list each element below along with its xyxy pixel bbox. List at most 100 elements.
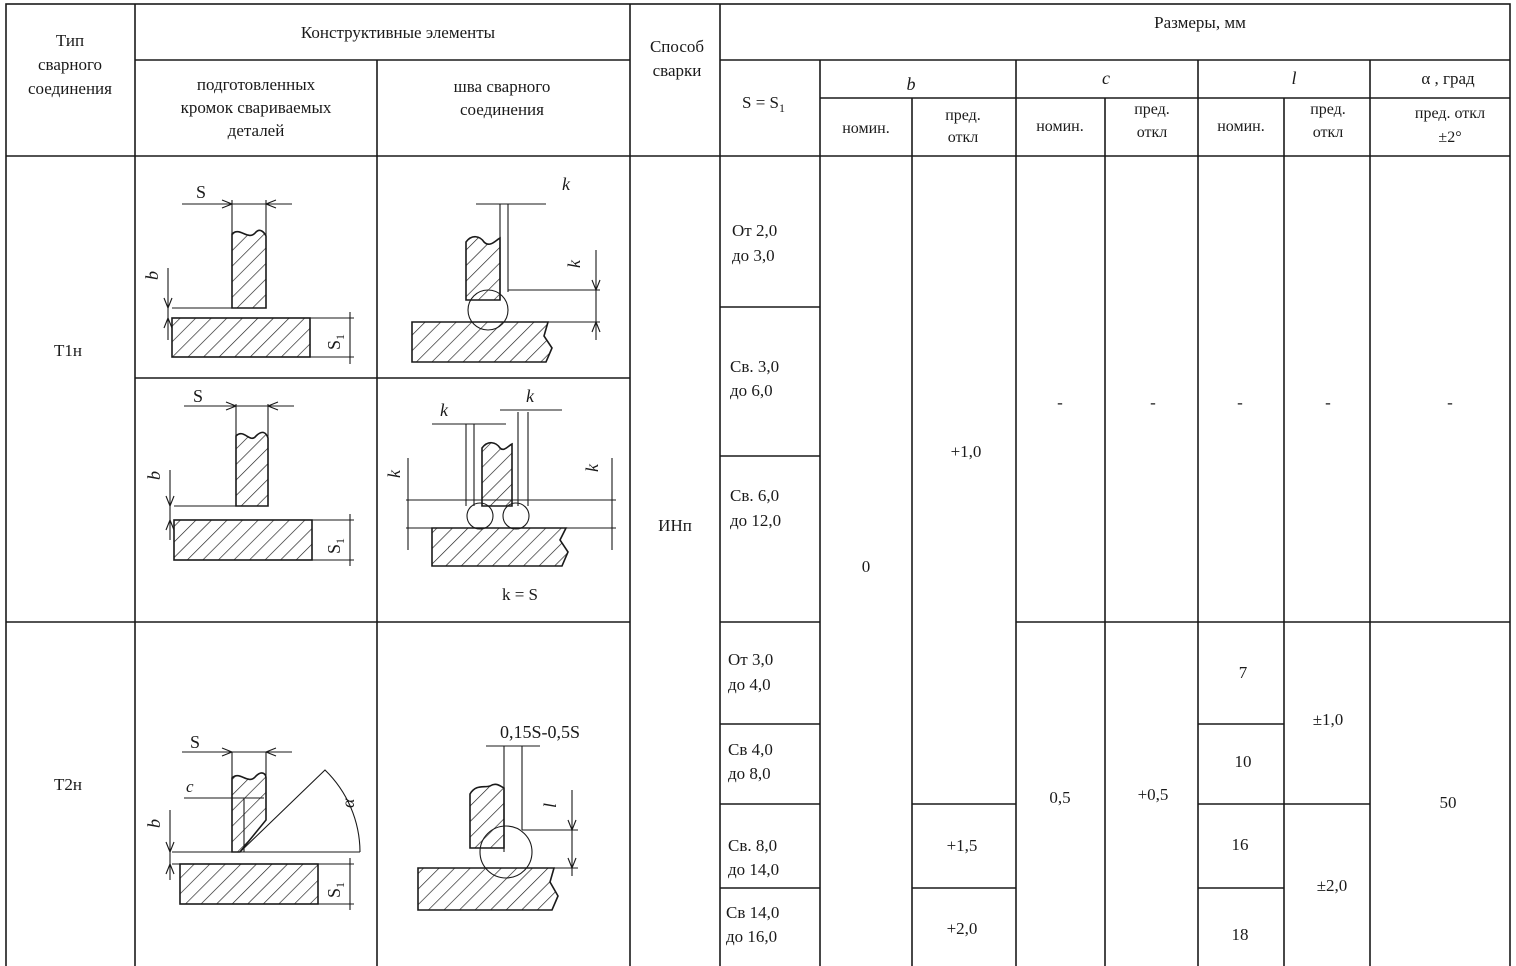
- header-weld-seam: шва сварного соединения: [454, 77, 551, 119]
- header-b-otkl: откл: [948, 129, 979, 146]
- header-weld-line-1: шва сварного: [454, 77, 551, 96]
- drawing-t2n-edges: S c α b S1: [144, 732, 361, 910]
- header-b: b: [907, 74, 916, 94]
- header-weld-line-2: соединения: [460, 100, 544, 119]
- drawing-t1n-edges-1: S b S1: [142, 182, 354, 364]
- l-value-2: 10: [1235, 752, 1252, 771]
- range-4-from: От 3,0: [728, 650, 773, 669]
- label-s-2: S: [193, 386, 203, 406]
- b-nominal: 0: [862, 557, 871, 576]
- header-c-pred: пред.: [1134, 101, 1170, 118]
- range-5-to: до 8,0: [728, 764, 771, 783]
- header-method-line-1: Способ: [650, 37, 704, 56]
- b-deviation-1: +1,0: [951, 442, 982, 461]
- range-1: От 2,0 до 3,0: [732, 221, 777, 265]
- range-3-from: Св. 6,0: [730, 486, 779, 505]
- header-l-pred: пред.: [1310, 101, 1346, 118]
- label-k-left: k: [440, 400, 449, 420]
- label-k-side: k: [564, 259, 584, 268]
- header-prepared-line-2: кромок свариваемых: [181, 98, 332, 117]
- c-deviation-dash: -: [1150, 393, 1156, 412]
- header-constructive: Конструктивные элементы: [301, 23, 496, 42]
- header-s-eq: S = S1: [742, 93, 785, 115]
- method-inp: ИНп: [658, 516, 692, 535]
- header-l-otkl: откл: [1313, 124, 1344, 141]
- drawing-t1n-weld-1: k k: [411, 174, 601, 363]
- range-5-from: Св 4,0: [728, 740, 773, 759]
- range-3: Св. 6,0 до 12,0: [730, 486, 781, 530]
- range-4: От 3,0 до 4,0: [728, 650, 773, 694]
- drawing-t1n-weld-2: k k k k k = S: [384, 386, 616, 604]
- l-value-3: 16: [1232, 835, 1249, 854]
- range-1-from: От 2,0: [732, 221, 777, 240]
- range-7-from: Св 14,0: [726, 903, 779, 922]
- l-value-1: 7: [1239, 663, 1248, 682]
- drawing-t2n-weld: 0,15S-0,5S l: [417, 722, 580, 911]
- header-c: c: [1102, 68, 1110, 88]
- alpha-dash: -: [1447, 393, 1453, 412]
- label-k-right: k: [526, 386, 535, 406]
- header-prepared-line-1: подготовленных: [197, 75, 316, 94]
- header-type-line-3: соединения: [28, 79, 112, 98]
- label-s1-3: S1: [324, 882, 347, 898]
- range-3-to: до 12,0: [730, 511, 781, 530]
- drawing-t1n-edges-2: S b S1: [144, 386, 354, 566]
- range-5: Св 4,0 до 8,0: [728, 740, 773, 783]
- header-alpha: α , град: [1421, 69, 1475, 88]
- header-method: Способ сварки: [650, 37, 704, 80]
- range-4-to: до 4,0: [728, 675, 771, 694]
- b-deviation-3: +2,0: [947, 919, 978, 938]
- range-6-from: Св. 8,0: [728, 836, 777, 855]
- label-b-3: b: [144, 819, 164, 828]
- header-c-nomin: номин.: [1036, 118, 1084, 135]
- header-alpha-pred: пред. откл: [1415, 105, 1485, 122]
- range-2-to: до 6,0: [730, 381, 773, 400]
- label-k-right-side: k: [582, 463, 602, 472]
- header-type-line-1: Тип: [56, 31, 84, 50]
- range-1-to: до 3,0: [732, 246, 775, 265]
- table-grid: [5, 3, 1511, 966]
- range-7: Св 14,0 до 16,0: [726, 903, 779, 946]
- c-deviation: +0,5: [1138, 785, 1169, 804]
- label-k-left-side: k: [384, 469, 404, 478]
- header-method-line-2: сварки: [653, 61, 702, 80]
- header-type-cell: Тип сварного соединения: [28, 31, 112, 98]
- label-s: S: [196, 182, 206, 202]
- label-l: l: [540, 803, 560, 808]
- label-b-2: b: [144, 471, 164, 480]
- range-6: Св. 8,0 до 14,0: [728, 836, 779, 879]
- header-b-pred: пред.: [945, 107, 981, 124]
- range-7-to: до 16,0: [726, 927, 777, 946]
- label-fillet: 0,15S-0,5S: [500, 722, 580, 742]
- range-2: Св. 3,0 до 6,0: [730, 357, 779, 400]
- header-b-nomin: номин.: [842, 120, 890, 137]
- c-nominal-dash: -: [1057, 393, 1063, 412]
- header-sizes: Размеры, мм: [1154, 13, 1246, 32]
- c-nominal: 0,5: [1049, 788, 1070, 807]
- range-6-to: до 14,0: [728, 860, 779, 879]
- label-b: b: [142, 271, 162, 280]
- range-2-from: Св. 3,0: [730, 357, 779, 376]
- l-value-4: 18: [1232, 925, 1249, 944]
- label-s1: S1: [324, 334, 347, 350]
- header-prepared-edges: подготовленных кромок свариваемых детале…: [181, 75, 332, 140]
- label-s-3: S: [190, 732, 200, 752]
- header-l-nomin: номин.: [1217, 118, 1265, 135]
- l-nominal-dash: -: [1237, 393, 1243, 412]
- header-prepared-line-3: деталей: [228, 121, 285, 140]
- header-type-line-2: сварного: [38, 55, 102, 74]
- header-l: l: [1291, 68, 1296, 88]
- l-deviation-1: ±1,0: [1313, 710, 1344, 729]
- type-t1n: Т1н: [54, 341, 82, 360]
- l-deviation-dash: -: [1325, 393, 1331, 412]
- type-t2n: Т2н: [54, 775, 82, 794]
- label-k-top: k: [562, 174, 571, 194]
- header-c-otkl: откл: [1137, 124, 1168, 141]
- l-deviation-2: ±2,0: [1317, 876, 1348, 895]
- label-s1-2: S1: [324, 538, 347, 554]
- b-deviation-2: +1,5: [947, 836, 978, 855]
- label-c: c: [186, 777, 194, 796]
- label-k-eq-s: k = S: [502, 585, 538, 604]
- alpha-value: 50: [1440, 793, 1457, 812]
